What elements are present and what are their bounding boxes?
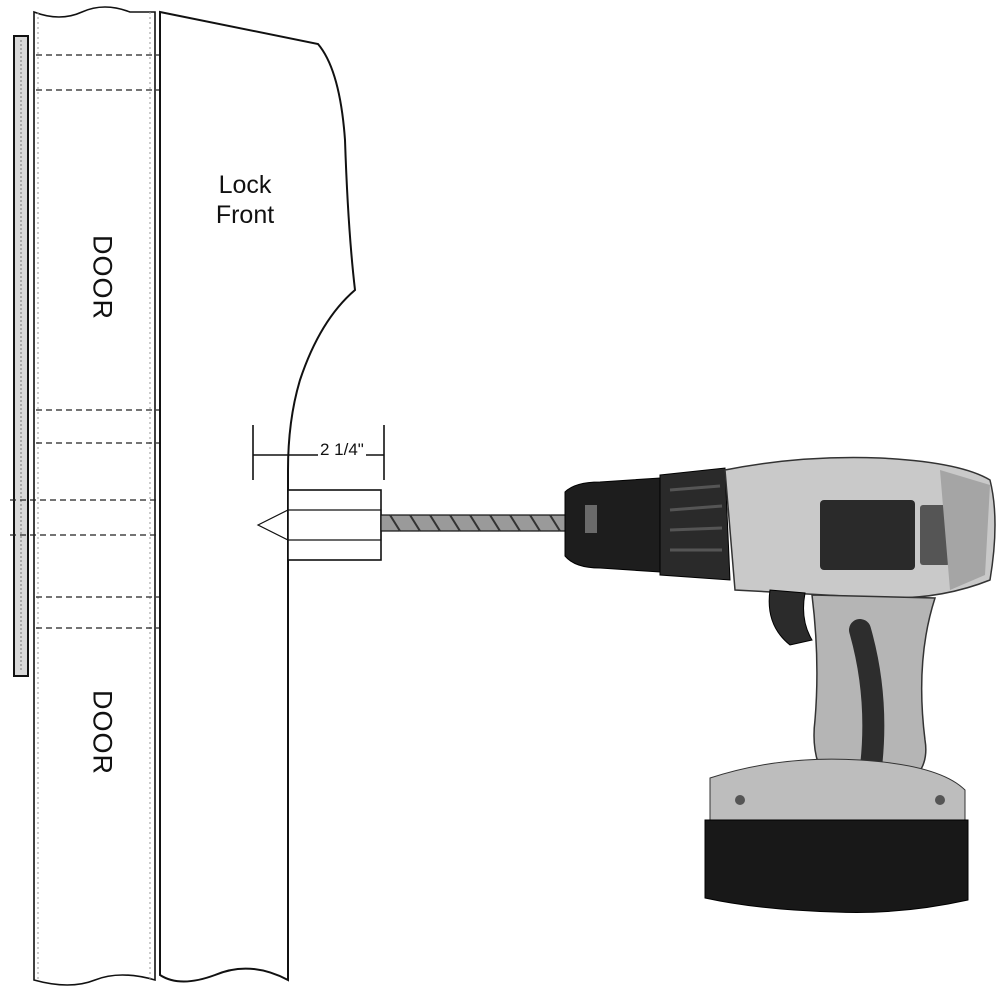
lock-front-line1: Lock xyxy=(218,171,272,199)
dimension-label: 2 1/4" xyxy=(318,440,366,460)
door-edge xyxy=(33,6,156,986)
lock-front-line2: Front xyxy=(215,201,275,229)
door-label-bottom: DOOR xyxy=(87,690,118,775)
hidden-hole-lines xyxy=(10,54,160,629)
door-frame-strip xyxy=(13,35,29,677)
lock-front-label: Lock Front xyxy=(200,170,290,230)
drill-bit xyxy=(380,514,567,532)
cordless-drill xyxy=(564,456,996,913)
door-label-top: DOOR xyxy=(87,235,118,320)
lock-front-plate xyxy=(159,10,357,983)
